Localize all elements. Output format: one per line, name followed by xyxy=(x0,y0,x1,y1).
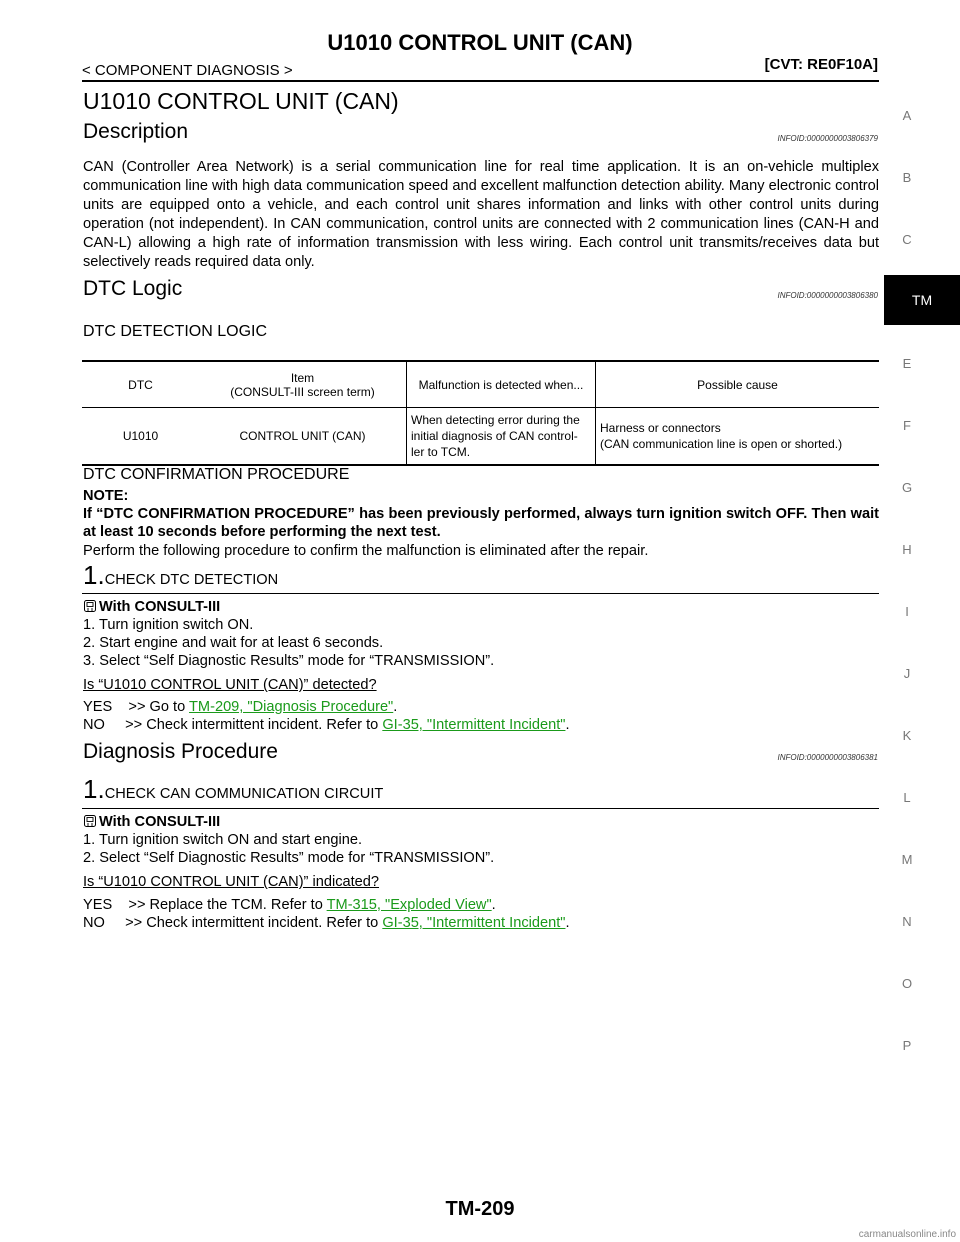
check-question: Is “U1010 CONTROL UNIT (CAN)” indicated? xyxy=(83,874,380,890)
instruction-line: 1. Turn ignition switch ON and start eng… xyxy=(83,832,363,848)
intermittent-incident-link[interactable]: GI-35, "Intermittent Incident" xyxy=(382,717,566,733)
instruction-line: 1. Turn ignition switch ON. xyxy=(83,617,254,633)
watermark: carmanualsonline.info xyxy=(858,1229,956,1240)
dtc-logic-heading: DTC Logic xyxy=(83,277,183,300)
side-index-c[interactable]: C xyxy=(902,232,912,247)
description-heading: Description xyxy=(83,120,189,143)
table-header-row: DTC Item (CONSULT-III screen term) Malfu… xyxy=(82,361,879,408)
exploded-view-link[interactable]: TM-315, "Exploded View" xyxy=(326,897,492,913)
yes-result: YES >> Go to TM-209, "Diagnosis Procedur… xyxy=(83,699,398,715)
step-title: CHECK DTC DETECTION xyxy=(104,572,279,588)
cell-dtc-code: U1010 xyxy=(122,429,159,443)
diagnosis-infoid: INFOID:0000000003806381 xyxy=(777,753,878,762)
side-index-g[interactable]: G xyxy=(901,480,913,495)
side-index-f[interactable]: F xyxy=(903,418,911,433)
step-number: 1. xyxy=(83,560,105,590)
no-prefix: NO >> Check intermittent incident. Refer… xyxy=(83,915,383,931)
column-header-dtc: DTC xyxy=(128,377,153,392)
no-prefix: NO >> Check intermittent incident. Refer… xyxy=(83,717,383,733)
description-text: CAN (Controller Area Network) is a seria… xyxy=(83,159,879,270)
column-header-item: Item (CONSULT-III screen term) xyxy=(199,361,407,408)
description-infoid: INFOID:0000000003806379 xyxy=(777,134,878,143)
page-number: TM-209 xyxy=(445,1198,515,1220)
step-divider xyxy=(82,593,879,594)
yes-result: YES >> Replace the TCM. Refer to TM-315,… xyxy=(83,897,496,913)
side-index-l[interactable]: L xyxy=(903,790,911,805)
side-index-tm-active[interactable]: TM xyxy=(884,275,960,325)
yes-prefix: YES >> Go to xyxy=(83,699,190,715)
table-row: U1010 CONTROL UNIT (CAN) When detecting … xyxy=(82,407,879,465)
cell-item: CONTROL UNIT (CAN) xyxy=(239,429,366,443)
step-number: 1. xyxy=(83,774,105,804)
side-index-h[interactable]: H xyxy=(902,542,912,557)
side-index-b[interactable]: B xyxy=(902,170,912,185)
step-1-heading: 1.CHECK CAN COMMUNICATION CIRCUIT xyxy=(83,774,383,805)
side-index-o[interactable]: O xyxy=(901,976,913,991)
with-consult-line: With CONSULT-III xyxy=(83,813,220,831)
side-index-i[interactable]: I xyxy=(905,604,909,619)
with-consult-line: With CONSULT-III xyxy=(83,598,220,616)
column-header-item-line1: Item xyxy=(290,370,315,385)
side-index-p[interactable]: P xyxy=(902,1038,912,1053)
side-index-e[interactable]: E xyxy=(902,356,912,371)
instruction-line: 2. Select “Self Diagnostic Results” mode… xyxy=(83,850,495,866)
cell-cause: Harness or connectors (CAN communication… xyxy=(595,407,879,465)
column-header-cause: Possible cause xyxy=(595,361,879,408)
consult-tool-icon xyxy=(84,815,96,827)
diagnosis-procedure-link[interactable]: TM-209, "Diagnosis Procedure" xyxy=(189,699,394,715)
step-divider xyxy=(82,808,879,809)
consult-tool-icon xyxy=(84,600,96,612)
column-header-malfunction: Malfunction is detected when... xyxy=(406,361,596,408)
with-consult-label: With CONSULT-III xyxy=(99,599,221,615)
check-question: Is “U1010 CONTROL UNIT (CAN)” detected? xyxy=(83,677,377,693)
column-header-item-line2: (CONSULT-III screen term) xyxy=(230,384,375,399)
yes-prefix: YES >> Replace the TCM. Refer to xyxy=(83,897,327,913)
side-index-m[interactable]: M xyxy=(901,852,913,867)
cell-cause-line1: Harness or connectors xyxy=(600,421,721,435)
intermittent-incident-link[interactable]: GI-35, "Intermittent Incident" xyxy=(382,915,566,931)
dtc-confirmation-heading: DTC CONFIRMATION PROCEDURE xyxy=(83,466,350,483)
dtc-logic-infoid: INFOID:0000000003806380 xyxy=(777,291,878,300)
side-index-j[interactable]: J xyxy=(903,666,911,681)
step-title: CHECK CAN COMMUNICATION CIRCUIT xyxy=(104,786,384,802)
with-consult-label: With CONSULT-III xyxy=(99,814,221,830)
no-result: NO >> Check intermittent incident. Refer… xyxy=(83,717,570,733)
header-divider xyxy=(82,80,879,82)
side-index-a[interactable]: A xyxy=(902,108,912,123)
side-index-tm-label: TM xyxy=(911,292,933,308)
page-title: U1010 CONTROL UNIT (CAN) xyxy=(83,88,399,114)
no-result: NO >> Check intermittent incident. Refer… xyxy=(83,915,570,931)
instruction-line: 2. Start engine and wait for at least 6 … xyxy=(83,635,384,651)
section-breadcrumb: < COMPONENT DIAGNOSIS > xyxy=(82,62,293,79)
perform-text: Perform the following procedure to confi… xyxy=(83,543,649,559)
instruction-line: 3. Select “Self Diagnostic Results” mode… xyxy=(83,653,495,669)
cell-malfunction: When detecting error during the initial … xyxy=(406,407,596,465)
model-label: [CVT: RE0F10A] xyxy=(764,56,878,73)
side-index-n[interactable]: N xyxy=(902,914,912,929)
note-label: NOTE: xyxy=(83,488,129,504)
dtc-detection-heading: DTC DETECTION LOGIC xyxy=(83,323,268,340)
dtc-detection-table: DTC Item (CONSULT-III screen term) Malfu… xyxy=(82,360,879,466)
cell-cause-line2: (CAN communication line is open or short… xyxy=(600,437,843,451)
step-1-heading: 1.CHECK DTC DETECTION xyxy=(83,560,278,591)
side-index-k[interactable]: K xyxy=(902,728,912,743)
running-header-title: U1010 CONTROL UNIT (CAN) xyxy=(327,30,633,55)
diagnosis-procedure-heading: Diagnosis Procedure xyxy=(83,740,278,763)
note-text: If “DTC CONFIRMATION PROCEDURE” has been… xyxy=(83,506,879,540)
